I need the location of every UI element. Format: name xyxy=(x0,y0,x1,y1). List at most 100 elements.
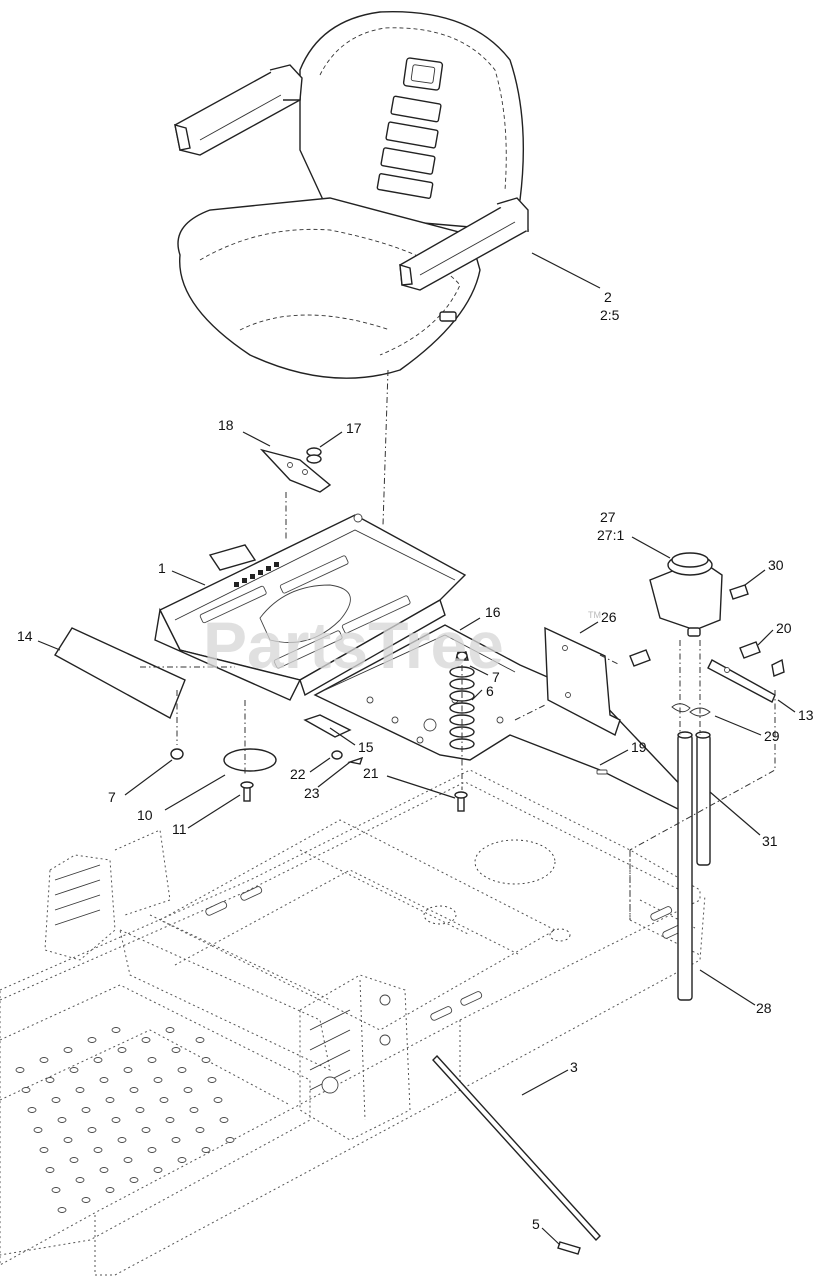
perforation-hole xyxy=(171,1047,181,1053)
callout-30: 30 xyxy=(768,557,784,573)
perforation-hole xyxy=(111,1027,121,1033)
callout-17: 17 xyxy=(346,420,362,436)
callout-16: 16 xyxy=(485,604,501,620)
perforation-hole xyxy=(129,1177,139,1183)
perforation-hole xyxy=(51,1187,61,1193)
perforation-hole xyxy=(33,1127,43,1133)
callout-21: 21 xyxy=(363,765,379,781)
perforation-hole xyxy=(117,1047,127,1053)
callout-23: 23 xyxy=(304,785,320,801)
perforation-hole xyxy=(129,1087,139,1093)
perforation-hole xyxy=(135,1107,145,1113)
perforation-hole xyxy=(123,1157,133,1163)
perforation-hole xyxy=(45,1077,55,1083)
watermark: PartsTree TM xyxy=(203,608,601,682)
perforation-hole xyxy=(123,1067,133,1073)
perforation-hole xyxy=(93,1057,103,1063)
perforation-hole xyxy=(177,1067,187,1073)
watermark-trademark: TM xyxy=(588,610,601,620)
perforation-hole xyxy=(225,1137,235,1143)
seat-switch-bracket xyxy=(259,447,332,493)
callout-2-5: 2:5 xyxy=(600,307,620,323)
perforation-hole xyxy=(147,1057,157,1063)
callout-28: 28 xyxy=(756,1000,772,1016)
callout-13: 13 xyxy=(798,707,814,723)
perforation-hole xyxy=(141,1037,151,1043)
perforation-hole xyxy=(57,1207,67,1213)
perforation-hole xyxy=(105,1187,115,1193)
perforation-hole xyxy=(147,1147,157,1153)
callout-14: 14 xyxy=(17,628,33,644)
callout-18: 18 xyxy=(218,417,234,433)
perforation-hole xyxy=(15,1067,25,1073)
perforation-hole xyxy=(81,1197,91,1203)
perforation-hole xyxy=(183,1087,193,1093)
perforation-hole xyxy=(27,1107,37,1113)
perforation-hole xyxy=(105,1097,115,1103)
callout-19: 19 xyxy=(631,739,647,755)
perforation-hole xyxy=(75,1177,85,1183)
perforation-hole xyxy=(99,1167,109,1173)
perforation-hole xyxy=(39,1147,49,1153)
hoses-and-fittings xyxy=(671,641,785,1001)
perforation-hole xyxy=(213,1097,223,1103)
watermark-text: PartsTree xyxy=(203,608,504,682)
rod-and-pin xyxy=(432,1054,601,1255)
perforation-hole xyxy=(207,1077,217,1083)
callout-labels: 2 2:5 18 17 1 27 27:1 30 14 16 26 20 7 6… xyxy=(17,289,814,1232)
perforation-hole xyxy=(75,1087,85,1093)
suspension-plate xyxy=(313,624,691,811)
callout-31: 31 xyxy=(762,833,778,849)
hardware xyxy=(170,651,468,812)
callout-20: 20 xyxy=(776,620,792,636)
callout-26: 26 xyxy=(601,609,617,625)
callout-27-1: 27:1 xyxy=(597,527,624,543)
callout-7-lower: 7 xyxy=(108,789,116,805)
perforation-hole xyxy=(87,1127,97,1133)
perforation-hole xyxy=(111,1117,121,1123)
callout-27: 27 xyxy=(600,509,616,525)
callout-10: 10 xyxy=(137,807,153,823)
perforation-hole xyxy=(153,1077,163,1083)
perforation-hole xyxy=(69,1157,79,1163)
callout-7-upper: 7 xyxy=(492,669,500,685)
perforation-hole xyxy=(159,1097,169,1103)
perforation-hole xyxy=(195,1127,205,1133)
perforation-hole xyxy=(57,1117,67,1123)
perforation-hole xyxy=(189,1107,199,1113)
perforation-hole xyxy=(165,1117,175,1123)
perforation-hole xyxy=(87,1037,97,1043)
bracket xyxy=(544,626,651,737)
seat-assembly xyxy=(174,11,529,379)
perforation-hole xyxy=(63,1047,73,1053)
perforation-hole xyxy=(39,1057,49,1063)
deck-perforations xyxy=(15,1027,235,1213)
callout-6: 6 xyxy=(486,683,494,699)
perforation-hole xyxy=(153,1167,163,1173)
perforation-hole xyxy=(141,1127,151,1133)
callout-22: 22 xyxy=(290,766,306,782)
callout-11: 11 xyxy=(172,821,187,837)
cover-panel xyxy=(54,627,186,719)
perforation-hole xyxy=(165,1027,175,1033)
perforation-hole xyxy=(99,1077,109,1083)
callout-2: 2 xyxy=(604,289,612,305)
perforation-hole xyxy=(93,1147,103,1153)
perforation-hole xyxy=(177,1157,187,1163)
callout-15: 15 xyxy=(358,739,374,755)
callout-1: 1 xyxy=(158,560,166,576)
center-lines xyxy=(140,369,776,920)
callout-leaders xyxy=(37,252,796,1246)
chassis-frame xyxy=(0,769,706,1276)
reservoir xyxy=(649,552,749,637)
perforation-hole xyxy=(201,1057,211,1063)
perforation-hole xyxy=(21,1087,31,1093)
callout-5: 5 xyxy=(532,1216,540,1232)
perforation-hole xyxy=(219,1117,229,1123)
perforation-hole xyxy=(195,1037,205,1043)
perforation-hole xyxy=(171,1137,181,1143)
perforation-hole xyxy=(45,1167,55,1173)
perforation-hole xyxy=(117,1137,127,1143)
